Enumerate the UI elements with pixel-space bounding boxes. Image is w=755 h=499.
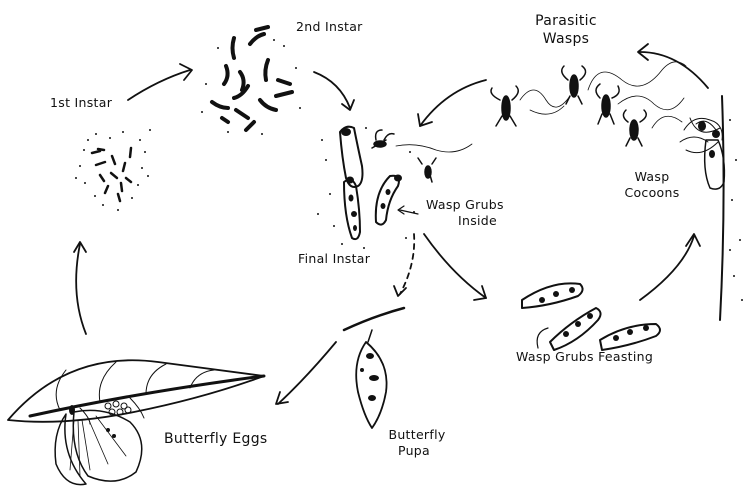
arrow-pupa-to-leaf	[278, 342, 336, 404]
label-wasp-cocoons-2: Cocoons	[616, 186, 688, 200]
label-second-instar: 2nd Instar	[296, 20, 363, 34]
arrow-first-to-second-instar	[128, 70, 190, 100]
first-instar-larvae	[75, 129, 151, 211]
parasitic-wasps	[491, 62, 686, 146]
arrow-second-to-final-instar	[314, 72, 350, 108]
butterfly	[55, 405, 142, 485]
arrow-final-instar-to-grubs	[424, 234, 486, 298]
arrow-cocoons-to-wasps	[640, 52, 708, 88]
label-wasp-cocoons-1: Wasp	[624, 170, 680, 184]
label-parasitic-wasps-1: Parasitic	[520, 14, 612, 28]
arrow-eggs-to-first-instar	[76, 244, 86, 334]
label-wasp-grubs-inside-2: Inside	[458, 214, 497, 228]
arrow-wasps-to-caterpillar	[420, 80, 486, 126]
butterfly-pupa	[344, 308, 404, 428]
label-butterfly-pupa-1: Butterfly	[384, 428, 450, 442]
final-instar-caterpillars	[317, 127, 472, 249]
second-instar-larvae	[201, 27, 301, 135]
wasp-cocoons-on-trunk	[680, 96, 743, 320]
label-parasitic-wasps-2: Wasps	[520, 32, 612, 46]
label-wasp-grubs-inside-1: Wasp Grubs	[426, 198, 504, 212]
label-butterfly-pupa-2: Pupa	[384, 444, 444, 458]
wasp-grubs-feasting	[522, 283, 660, 350]
arrow-final-instar-to-pupa-dashed	[400, 234, 414, 294]
label-first-instar: 1st Instar	[50, 96, 112, 110]
label-wasp-grubs-feasting: Wasp Grubs Feasting	[516, 350, 653, 364]
label-butterfly-eggs: Butterfly Eggs	[164, 432, 268, 446]
leaf-with-eggs	[8, 360, 264, 424]
label-final-instar: Final Instar	[298, 252, 370, 266]
